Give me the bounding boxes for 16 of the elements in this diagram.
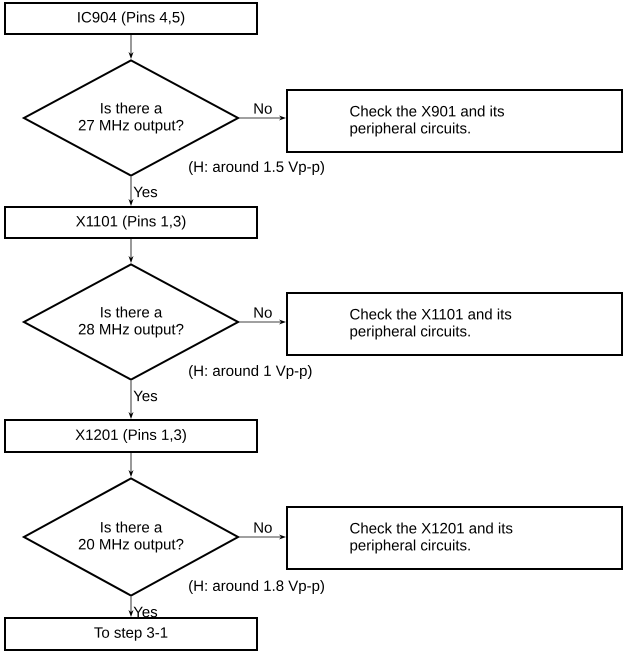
process-box: To step 3-1 <box>4 617 258 651</box>
edge-label: Yes <box>134 606 158 618</box>
edge-label: Yes <box>134 390 158 402</box>
action-box: Check the X1201 and its peripheral circuits. <box>286 506 623 570</box>
process-box: X1101 (Pins 1,3) <box>4 206 258 239</box>
edge-label: No <box>254 103 272 114</box>
edge-label: Yes <box>134 186 158 198</box>
note-text: (H: around 1.8 Vp-p) <box>189 580 324 594</box>
edge-label: No <box>254 307 272 318</box>
process-box: IC904 (Pins 4,5) <box>4 2 258 35</box>
action-box: Check the X1101 and its peripheral circuits. <box>286 292 623 356</box>
action-box: Check the X901 and its peripheral circuits. <box>286 89 623 153</box>
note-text: (H: around 1 Vp-p) <box>189 365 312 379</box>
note-text: (H: around 1.5 Vp-p) <box>189 161 324 175</box>
process-box: X1201 (Pins 1,3) <box>4 419 258 453</box>
edge-label: No <box>254 522 272 533</box>
